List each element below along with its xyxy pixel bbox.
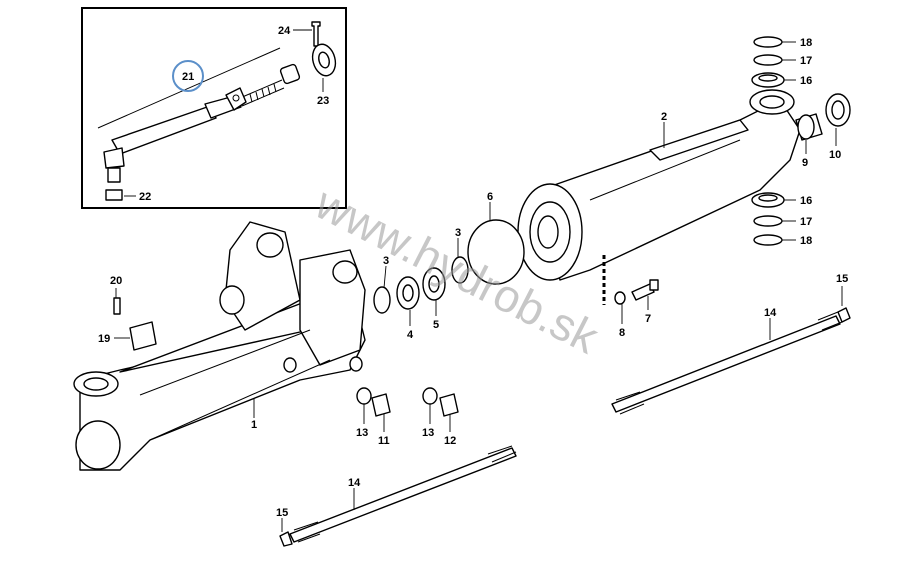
label-18b: 18 (800, 235, 812, 247)
label-7: 7 (645, 313, 651, 325)
axle-housing-left (73, 221, 366, 471)
center-seals (373, 202, 525, 326)
label-6: 6 (487, 191, 493, 203)
label-17a: 17 (800, 55, 812, 67)
label-22: 22 (139, 191, 151, 203)
label-11: 11 (378, 435, 390, 447)
label-8: 8 (619, 327, 625, 339)
label-18a: 18 (800, 37, 812, 49)
label-19: 19 (98, 333, 110, 345)
cover-plate (113, 288, 157, 351)
highlight-ring (172, 60, 204, 92)
label-9: 9 (802, 157, 808, 169)
label-13a: 13 (356, 427, 368, 439)
label-10: 10 (829, 149, 841, 161)
drive-shaft-right (611, 286, 851, 415)
inset-tie-rod-box (81, 7, 347, 209)
bearing-stack-top (751, 36, 796, 88)
label-15a: 15 (836, 273, 848, 285)
label-15b: 15 (276, 507, 288, 519)
label-5: 5 (433, 319, 439, 331)
label-23: 23 (317, 95, 329, 107)
bearing-stack-bottom (751, 192, 796, 246)
label-20: 20 (110, 275, 122, 287)
plugs (356, 387, 459, 432)
drive-shaft-left (279, 445, 517, 547)
label-17b: 17 (800, 216, 812, 228)
label-2: 2 (661, 111, 667, 123)
part-labels: 1 2 3 3 4 5 6 7 8 9 10 11 12 13 13 14 14… (98, 25, 848, 519)
label-24: 24 (278, 25, 291, 37)
label-16b: 16 (800, 195, 812, 207)
label-4: 4 (407, 329, 414, 341)
label-13b: 13 (422, 427, 434, 439)
label-14b: 14 (348, 477, 361, 489)
label-1: 1 (251, 419, 257, 431)
label-16a: 16 (800, 75, 812, 87)
label-3b: 3 (455, 227, 461, 239)
bushings (795, 93, 851, 154)
label-12: 12 (444, 435, 456, 447)
label-14a: 14 (764, 307, 777, 319)
label-21: 21 (182, 71, 194, 83)
axle-housing-right (517, 89, 801, 305)
bolt-washer (614, 279, 659, 324)
label-3a: 3 (383, 255, 389, 267)
